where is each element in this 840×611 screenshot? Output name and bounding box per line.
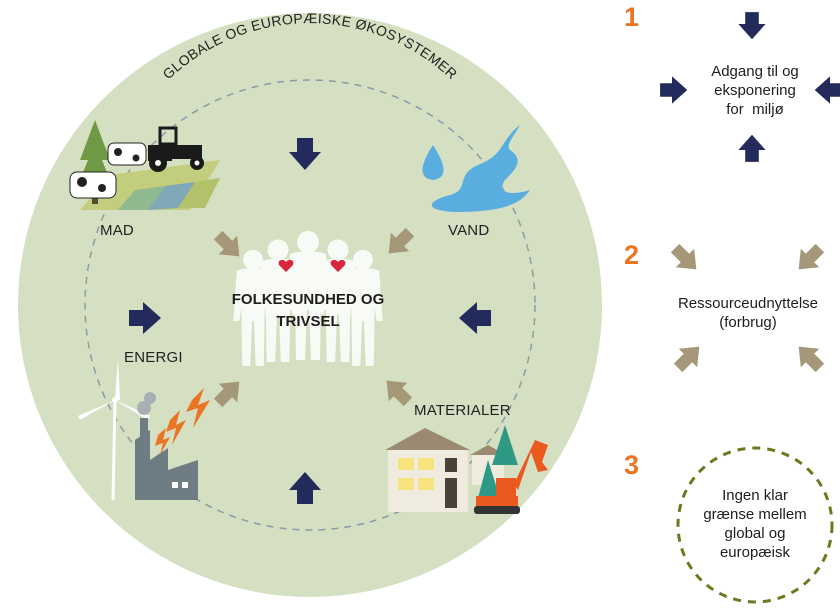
legend-1-line: Adgang til og: [711, 63, 799, 80]
legend-number-3: 3: [624, 450, 640, 480]
legend-text-1: Adgang til og eksponering for miljø: [690, 62, 820, 119]
legend-3-line: Ingen klar: [722, 487, 788, 504]
legend-2-line: Ressourceudnyttelse: [677, 295, 819, 312]
legend1-arrow-right-icon: [660, 76, 688, 104]
label-materialer: MATERIALER: [414, 402, 511, 419]
materials-illustration: [385, 425, 548, 514]
water-illustration: [422, 125, 530, 212]
energy-illustration: [78, 358, 210, 501]
legend-text-2: Ressourceudnyttelse (forbrug): [656, 294, 840, 332]
legend1-arrow-up-icon: [738, 134, 766, 162]
legend2-arrow-icon: [668, 337, 709, 378]
legend-2-line: (forbrug): [719, 314, 777, 331]
center-title-line1: FOLKESUNDHED OG: [231, 291, 385, 308]
legend-3-line: europæisk: [719, 544, 791, 561]
legend3-dashed-circle: [676, 446, 834, 604]
legend-1-line: for miljø: [726, 101, 784, 118]
legend1-arrow-down-icon: [738, 12, 766, 40]
label-energi: ENERGI: [124, 349, 183, 366]
label-mad: MAD: [100, 222, 134, 239]
legend-3-line: grænse mellem: [703, 506, 807, 523]
center-title-line2: TRIVSEL: [276, 313, 340, 330]
legend-number-2: 2: [624, 240, 640, 270]
legend2-arrow-icon: [789, 238, 830, 279]
legend-1-line: eksponering: [714, 82, 796, 99]
label-vand: VAND: [448, 222, 490, 239]
legend2-arrow-icon: [665, 238, 706, 279]
legend-number-1: 1: [624, 2, 640, 32]
heart-icon: [330, 259, 346, 272]
legend-text-3: Ingen klar grænse mellem global og europ…: [690, 486, 820, 562]
inner-dashed-ring: [84, 79, 536, 531]
legend2-arrow-icon: [789, 337, 830, 378]
food-illustration: [69, 120, 220, 210]
legend-3-line: global og: [724, 525, 786, 542]
heart-icon: [278, 259, 294, 272]
center-title: FOLKESUNDHED OG TRIVSEL: [208, 289, 408, 333]
